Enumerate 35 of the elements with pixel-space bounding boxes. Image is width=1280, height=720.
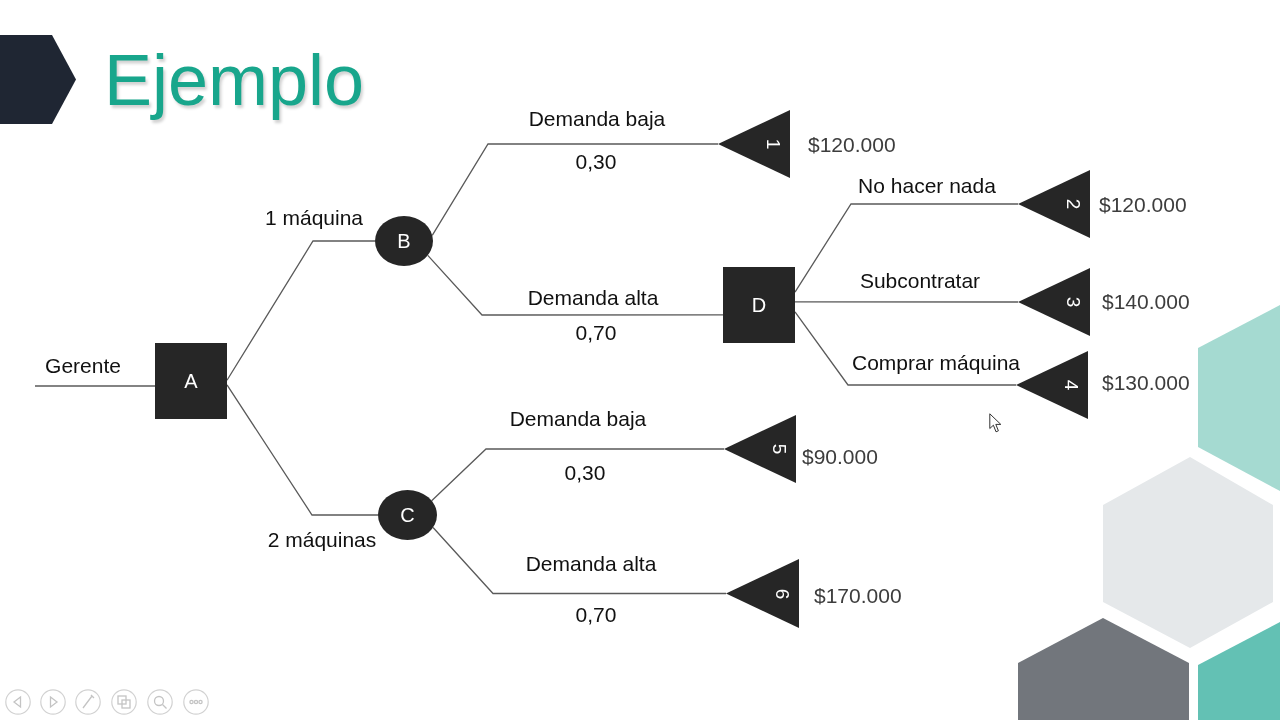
terminal-triangle bbox=[724, 415, 796, 483]
payoff-value: $170.000 bbox=[814, 584, 902, 606]
chance-circle bbox=[378, 490, 437, 540]
node-number: 6 bbox=[772, 588, 792, 599]
node-letter: D bbox=[751, 295, 767, 315]
terminal-triangle bbox=[726, 559, 799, 628]
node-letter: C bbox=[400, 505, 415, 525]
node-number: 1 bbox=[763, 138, 783, 150]
terminal-triangle bbox=[1018, 170, 1090, 238]
branch-line bbox=[34, 385, 156, 387]
node-number: 3 bbox=[1063, 296, 1083, 308]
payoff-value: $90.000 bbox=[802, 445, 878, 467]
payoff-value: $130.000 bbox=[1102, 371, 1190, 393]
node-number: 4 bbox=[1061, 379, 1081, 391]
node-letter: B bbox=[397, 231, 411, 251]
branch-line bbox=[794, 301, 1019, 303]
node-letter: A bbox=[184, 371, 198, 391]
decision-square bbox=[723, 267, 795, 343]
branch-line bbox=[431, 143, 719, 237]
terminal-triangle bbox=[1018, 268, 1090, 336]
payoff-value: $140.000 bbox=[1102, 290, 1190, 312]
branch-line bbox=[427, 254, 724, 316]
branch-line bbox=[794, 311, 1017, 386]
decision-square bbox=[155, 343, 227, 419]
branch-line bbox=[432, 526, 727, 595]
branch-line bbox=[794, 203, 1019, 293]
branch-line bbox=[431, 448, 725, 502]
node-number: 5 bbox=[769, 443, 789, 455]
terminal-triangle bbox=[718, 110, 790, 178]
payoff-value: $120.000 bbox=[1099, 193, 1187, 215]
chance-circle bbox=[375, 216, 433, 266]
branch-line bbox=[226, 240, 376, 381]
payoff-value: $120.000 bbox=[808, 133, 896, 155]
node-number: 2 bbox=[1063, 198, 1083, 210]
branch-line bbox=[226, 384, 379, 516]
